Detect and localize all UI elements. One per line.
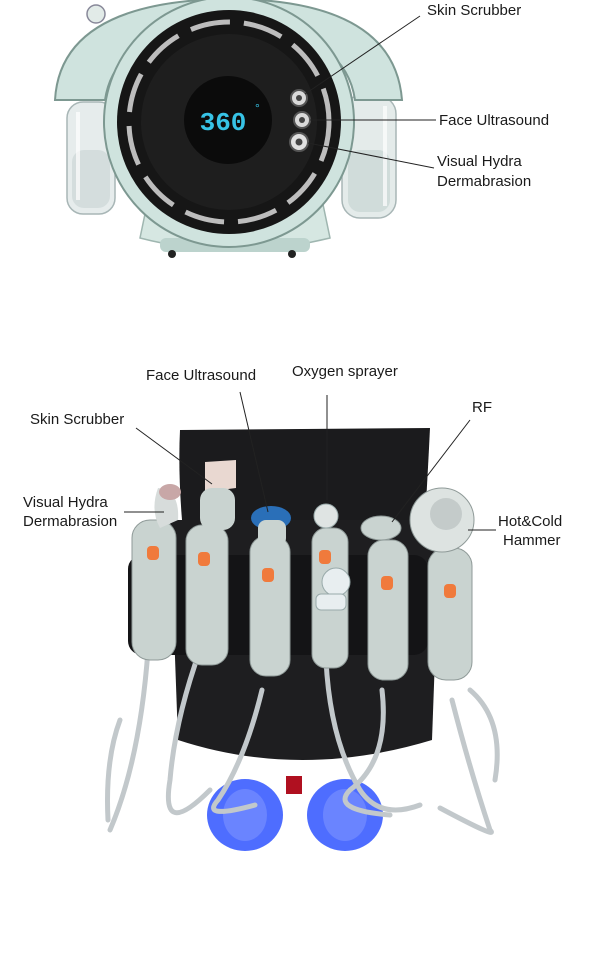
shell-knob <box>86 4 106 24</box>
handpiece-visual-hydra <box>131 484 181 661</box>
label-bottom-skin-scrubber: Skin Scrubber <box>30 411 125 428</box>
power-indicator <box>286 776 302 794</box>
callout-line-rf <box>391 419 471 523</box>
top-screen-panel <box>179 428 430 520</box>
top-machine-photo: 360 ° <box>53 0 436 258</box>
callout-line-skin-scrubber-2 <box>135 427 213 485</box>
display-readout: 360 <box>200 108 247 138</box>
label-bottom-face-ultrasound: Face Ultrasound <box>146 367 257 384</box>
label-top-face-ultrasound: Face Ultrasound <box>439 112 550 129</box>
handpiece-oxygen-sprayer <box>311 503 351 669</box>
label-top-visual-hydra-line2: Dermabrasion <box>437 173 532 190</box>
handpiece-rf <box>360 515 409 681</box>
callout-line-visual-hydra <box>307 142 435 169</box>
label-bottom-hot-cold-line1: Hot&Cold <box>498 513 563 530</box>
machine-foot-left <box>168 250 176 258</box>
handpiece-hot-cold-hammer <box>409 487 475 681</box>
label-top-visual-hydra-line1: Visual Hydra <box>437 153 522 170</box>
label-bottom-rf: RF <box>472 399 492 416</box>
display-screen <box>184 76 272 164</box>
display-degree: ° <box>255 101 260 115</box>
callout-line-skin-scrubber <box>304 15 421 95</box>
handpiece-skin-scrubber <box>185 460 236 666</box>
callout-line-face-ultrasound-2 <box>239 391 269 513</box>
label-bottom-hot-cold-line2: Hammer <box>503 532 561 549</box>
machine-foot-right <box>288 250 296 258</box>
label-top-skin-scrubber: Skin Scrubber <box>427 2 522 19</box>
handpiece-face-ultrasound <box>249 506 291 677</box>
label-bottom-oxygen-sprayer: Oxygen sprayer <box>292 363 398 380</box>
handpiece-cables <box>105 647 500 835</box>
label-bottom-visual-hydra-line2: Dermabrasion <box>23 513 118 530</box>
bottom-machine-photo <box>105 391 500 851</box>
machine-chrome-ring <box>126 19 332 225</box>
label-bottom-visual-hydra-line1: Visual Hydra <box>23 494 108 511</box>
left-water-bottle <box>66 101 116 215</box>
